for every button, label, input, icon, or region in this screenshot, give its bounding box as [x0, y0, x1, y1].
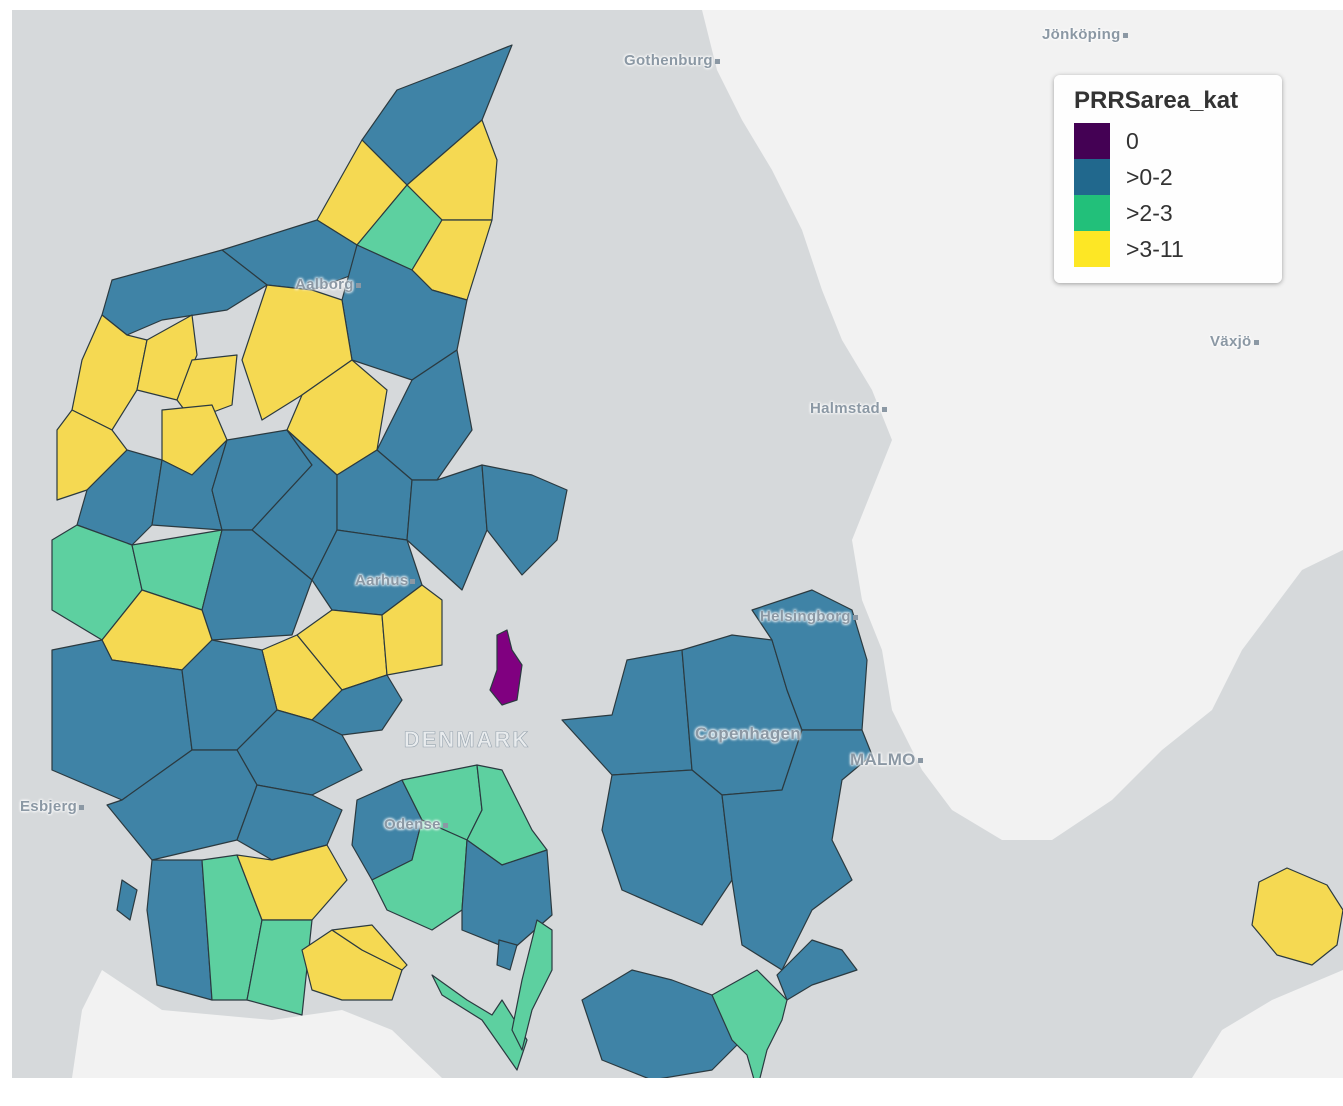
city-name: Copenhagen	[695, 724, 801, 743]
legend-item-0-2: >0-2	[1074, 159, 1282, 195]
city-label-halmstad: Halmstad	[810, 400, 887, 417]
legend-label: >3-11	[1126, 235, 1184, 262]
legend-label: 0	[1126, 127, 1139, 154]
city-label-vaxjo: Växjö	[1210, 333, 1259, 350]
city-dot	[852, 614, 858, 620]
city-name: Aarhus	[355, 572, 409, 589]
city-name: Odense	[384, 816, 441, 833]
city-dot	[881, 406, 887, 412]
city-name: Aalborg	[295, 276, 354, 293]
city-label-esbjerg: Esbjerg	[20, 798, 85, 815]
city-dot	[442, 822, 448, 828]
city-name: MALMO	[850, 750, 916, 769]
region[interactable]	[381, 584, 443, 676]
region[interactable]	[116, 879, 138, 921]
city-name: Växjö	[1210, 333, 1252, 350]
city-dot	[410, 578, 416, 584]
map-view[interactable]: DENMARK Gothenburg Jönköping Växjö Halms…	[12, 10, 1343, 1078]
region[interactable]	[751, 589, 868, 731]
city-label-aarhus: Aarhus	[355, 572, 416, 589]
city-name: Halmstad	[810, 400, 880, 417]
legend-swatch	[1074, 123, 1110, 159]
city-dot	[355, 282, 361, 288]
legend-title: PRRSarea_kat	[1074, 87, 1239, 114]
city-dot	[1253, 339, 1259, 345]
city-label-helsingborg: Helsingborg	[760, 608, 858, 625]
legend-swatch	[1074, 195, 1110, 231]
city-label-gothenburg: Gothenburg	[624, 52, 720, 69]
legend-label: >2-3	[1126, 199, 1173, 226]
region[interactable]	[331, 924, 408, 971]
region[interactable]	[246, 919, 313, 1016]
city-dot	[79, 804, 85, 810]
city-label-aalborg: Aalborg	[295, 276, 361, 293]
region[interactable]	[496, 939, 518, 971]
city-dot	[714, 58, 720, 64]
region[interactable]	[461, 839, 553, 951]
city-label-copenhagen: Copenhagen	[695, 724, 801, 744]
city-label-jonkoping: Jönköping	[1042, 26, 1128, 43]
legend-item-3-11: >3-11	[1074, 231, 1282, 267]
region[interactable]	[431, 974, 528, 1071]
land-south-sweden-coast	[1192, 970, 1343, 1078]
legend-label: >0-2	[1126, 163, 1173, 190]
city-label-malmo: MALMO	[850, 750, 923, 770]
region[interactable]	[601, 769, 733, 926]
legend-swatch	[1074, 159, 1110, 195]
region[interactable]	[721, 729, 873, 971]
city-dot	[1122, 32, 1128, 38]
city-name: Helsingborg	[760, 608, 851, 625]
region[interactable]	[71, 314, 148, 431]
city-name: Esbjerg	[20, 798, 78, 815]
region[interactable]	[511, 919, 553, 1051]
region-polygons	[51, 44, 1343, 1078]
land-germany	[72, 970, 442, 1078]
city-label-odense: Odense	[384, 816, 448, 833]
city-name: Jönköping	[1042, 26, 1121, 43]
legend-item-0: 0	[1074, 123, 1282, 159]
country-label: DENMARK	[404, 727, 530, 752]
city-dot	[917, 758, 923, 764]
region[interactable]	[711, 969, 788, 1078]
legend-swatch	[1074, 231, 1110, 267]
map-legend: PRRSarea_kat 0 >0-2 >2-3 >3-11	[1054, 75, 1282, 283]
city-name: Gothenburg	[624, 52, 713, 69]
region[interactable]	[481, 464, 568, 576]
region[interactable]	[101, 249, 268, 336]
region[interactable]	[146, 859, 213, 1001]
region[interactable]	[489, 629, 523, 706]
legend-item-2-3: >2-3	[1074, 195, 1282, 231]
region[interactable]	[1251, 867, 1343, 966]
